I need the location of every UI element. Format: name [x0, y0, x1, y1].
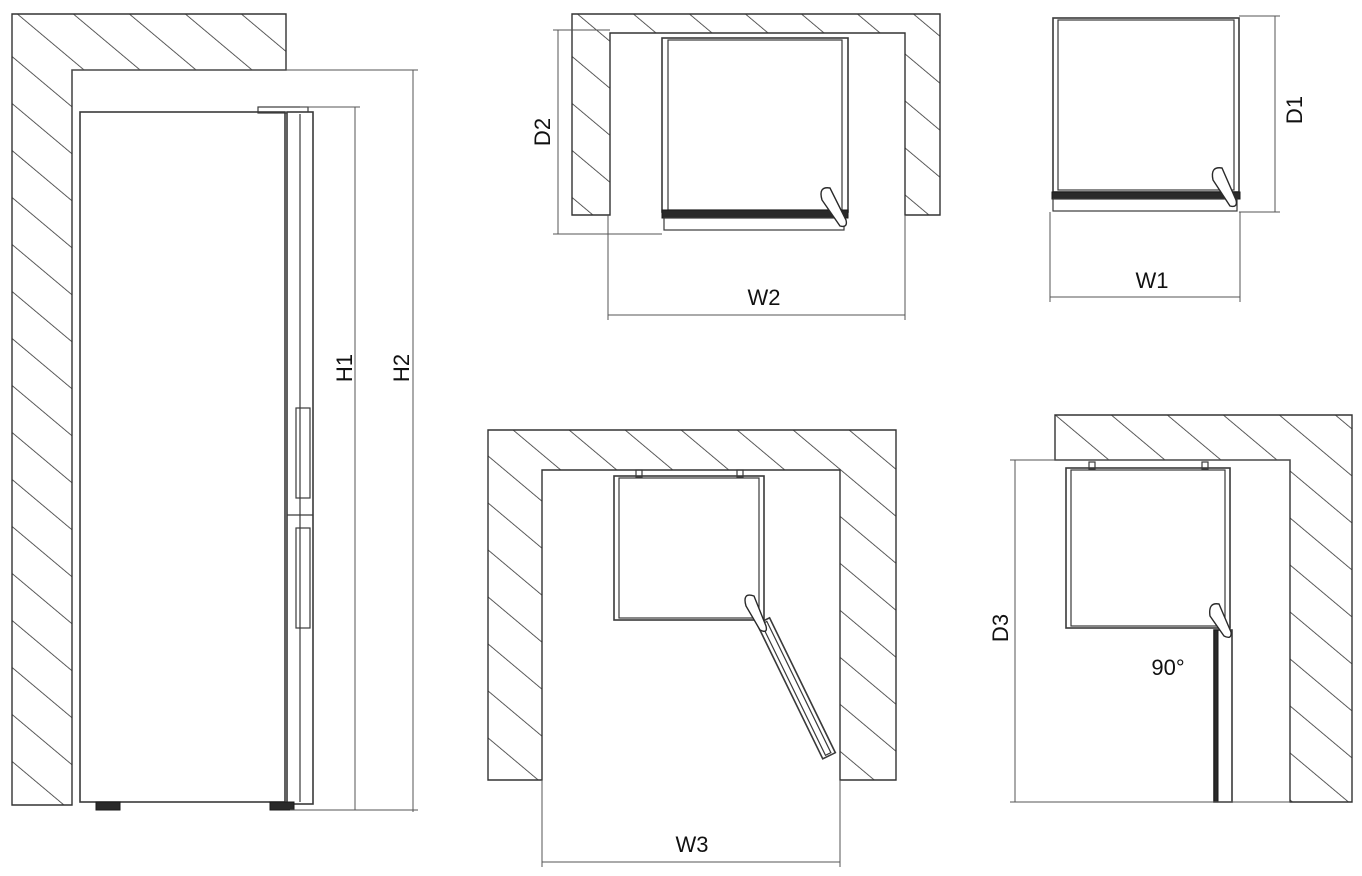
- handle-free: [1211, 167, 1238, 208]
- handle-90: [1209, 603, 1232, 639]
- label-d2: D2: [530, 118, 555, 146]
- fridge-top-hinge: [257, 106, 309, 114]
- door-handle-upper: [295, 407, 311, 499]
- top-view-recess: D2 W2: [530, 13, 941, 320]
- open-door-90-edge: [1213, 629, 1219, 803]
- side-view: H1 H2: [11, 13, 418, 812]
- label-d1: D1: [1282, 96, 1307, 124]
- fridge-body-side: [79, 111, 286, 803]
- label-w3: W3: [676, 832, 709, 857]
- label-h1: H1: [332, 354, 357, 382]
- fridge-top-body-recess: [661, 37, 849, 213]
- handle-recess: [820, 187, 848, 228]
- label-d3: D3: [988, 614, 1013, 642]
- fridge-top-body-open: [613, 475, 765, 621]
- top-view-free: D1 W1: [1049, 15, 1307, 302]
- handle-open: [744, 594, 768, 633]
- label-w2: W2: [748, 285, 781, 310]
- fridge-top-inner-open: [618, 477, 760, 619]
- hinge-left-90: [1088, 461, 1096, 470]
- label-h2: H2: [389, 354, 414, 382]
- hinge-right-open: [736, 469, 744, 478]
- door-handle-lower: [295, 527, 311, 629]
- fridge-door-panel-recess: [663, 217, 845, 231]
- door-open-width-view: W3: [487, 429, 897, 867]
- fridge-top-inner-free: [1057, 19, 1235, 191]
- fridge-door-top-free: [1051, 191, 1241, 200]
- label-w1: W1: [1136, 268, 1169, 293]
- fridge-top-body-free: [1052, 17, 1240, 193]
- label-angle: 90°: [1151, 655, 1184, 680]
- open-door-panel: [755, 616, 837, 760]
- wall-recess: [571, 13, 941, 216]
- hinge-right-90: [1201, 461, 1209, 470]
- hinge-left-open: [635, 469, 643, 478]
- fridge-top-body-90: [1065, 467, 1231, 629]
- fridge-door-panel-free: [1052, 198, 1238, 212]
- wall-door-open: [487, 429, 897, 781]
- door-open-depth-view: D3 90°: [988, 414, 1353, 803]
- fridge-top-inner-90: [1070, 469, 1226, 627]
- fridge-rear-foot: [269, 801, 295, 811]
- fridge-feet: [95, 801, 121, 811]
- fridge-door-top-recess: [661, 209, 849, 219]
